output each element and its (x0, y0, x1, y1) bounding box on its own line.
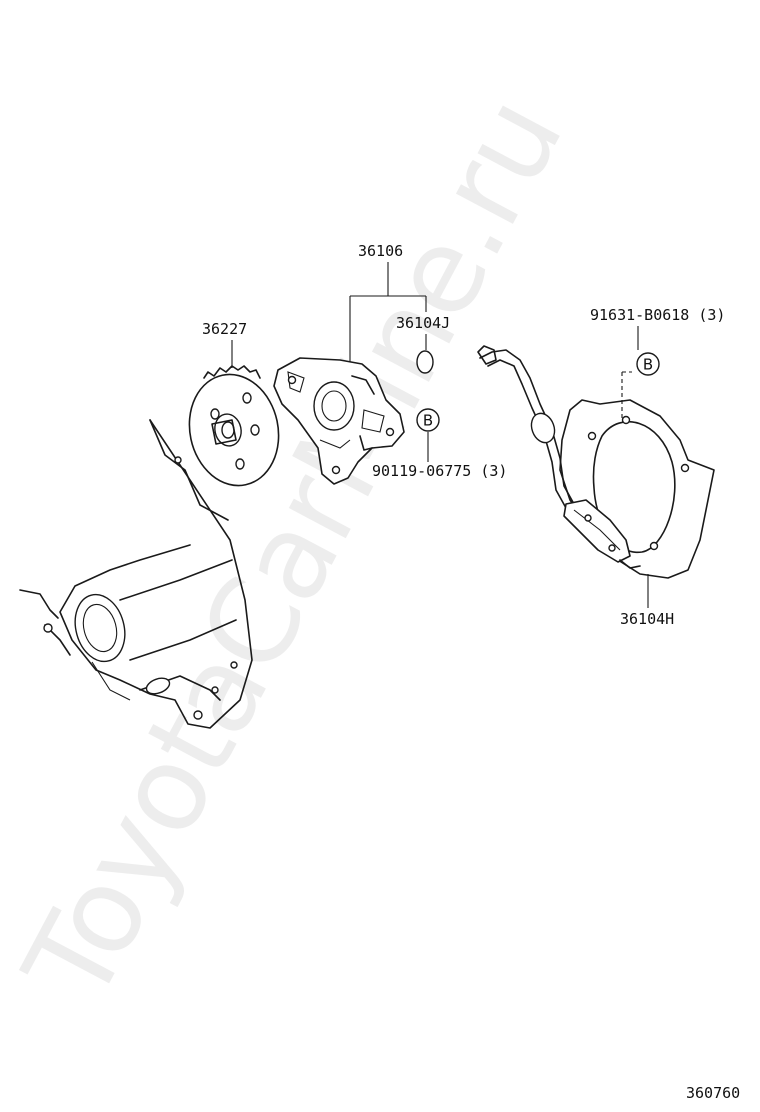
reference-marker-letter: B (423, 412, 433, 430)
part-label-36106: 36106 (358, 242, 403, 260)
reference-marker-top: B (636, 352, 660, 376)
transfer-case-housing (19, 419, 253, 729)
oil-pump-body (273, 357, 405, 485)
part-label-36104h: 36104H (620, 610, 674, 628)
watermark-text: ToyotaCarMine.ru (0, 76, 589, 1024)
reference-marker-middle: B (416, 408, 440, 432)
drive-gear (188, 365, 280, 487)
leader-lines (231, 262, 649, 608)
part-label-91631-b0618: 91631-B0618 (3) (590, 306, 725, 324)
sensor-plate-assembly (477, 345, 715, 579)
part-label-36227: 36227 (202, 320, 247, 338)
figure-number: 360760 (686, 1084, 740, 1102)
part-label-90119-06775: 90119-06775 (3) (372, 462, 507, 480)
part-label-36104j: 36104J (396, 314, 450, 332)
o-ring (416, 350, 434, 374)
reference-marker-letter: B (643, 356, 653, 374)
